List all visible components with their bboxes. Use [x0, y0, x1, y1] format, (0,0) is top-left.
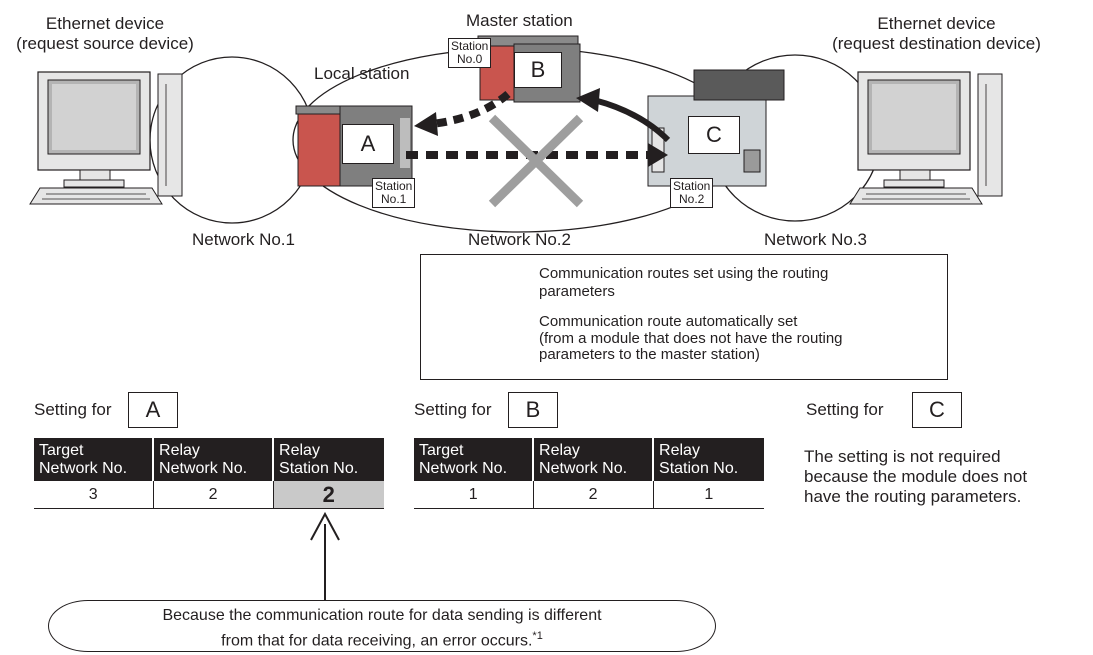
solid-route-c-to-b-arrowhead [576, 88, 600, 112]
legend-solid-line3: parameters to the master station) [539, 346, 760, 363]
setting-b-cell-relay-station: 1 [653, 481, 764, 509]
station-2-line1: Station [673, 179, 711, 193]
up-arrow-head [310, 511, 340, 541]
network-1-label: Network No.1 [192, 230, 295, 249]
setting-a-cell-relay-net: 2 [153, 481, 274, 509]
setting-c-box: C [912, 392, 962, 428]
setting-b-caption: Setting for [414, 400, 492, 419]
header-line: Relay [539, 442, 580, 459]
dotted-route-b-to-a [431, 90, 511, 128]
error-cross-icon [488, 114, 584, 208]
header-line: Target [39, 442, 84, 459]
solid-route-c-to-b [593, 97, 671, 143]
station-2-line2: No.2 [679, 192, 705, 206]
header-line: Network No. [539, 460, 628, 477]
table-row: 1 2 1 [414, 481, 764, 509]
header-line: Relay [279, 442, 320, 459]
legend-solid-line1: Communication route automatically set [539, 313, 798, 330]
dotted-route-a-to-c-arrowhead [648, 143, 668, 167]
header-line: Relay [659, 442, 700, 459]
setting-b-box: B [508, 392, 558, 428]
station-2-label: Station No.2 [670, 178, 714, 208]
error-callout-line1: Because the communication route for data… [162, 607, 602, 624]
station-0-line2: No.0 [457, 52, 483, 66]
eth-right-label: Ethernet device (request destination dev… [780, 14, 1093, 54]
eth-left-label: Ethernet device (request source device) [0, 14, 210, 54]
header-line: Network No. [419, 460, 508, 477]
error-callout-footnote: *1 [532, 630, 543, 642]
setting-c-caption: Setting for [806, 400, 884, 419]
module-c-box: C [688, 116, 740, 154]
network-diagram [29, 35, 1003, 600]
setting-a-cell-target: 3 [34, 481, 154, 509]
header-line: Network No. [159, 460, 248, 477]
legend-dotted-text: Communication routes set using the routi… [539, 265, 828, 301]
setting-a-cell-relay-station-highlight: 2 [273, 481, 384, 509]
right-pc-icon [849, 71, 1003, 205]
module-b-box: B [514, 52, 562, 88]
error-callout-line2: from that for data receiving, an error o… [221, 632, 533, 650]
local-station-label: Local station [314, 64, 410, 83]
network-2-label: Network No.2 [468, 230, 571, 249]
setting-c-note-line3: have the routing parameters. [804, 487, 1022, 506]
eth-left-line1: Ethernet device [45, 14, 165, 33]
header-line: Network No. [39, 460, 128, 477]
setting-c-note: The setting is not required because the … [804, 447, 1027, 507]
network-3-label: Network No.3 [764, 230, 867, 249]
legend-solid-text: Communication route automatically set (f… [539, 313, 843, 364]
legend-dotted-line2: parameters [539, 283, 615, 300]
header-line: Station No. [659, 460, 739, 477]
station-0-line1: Station [451, 39, 489, 53]
legend-solid-line2: (from a module that does not have the ro… [539, 329, 843, 347]
header-line: Station No. [279, 460, 359, 477]
station-1-line1: Station [375, 179, 413, 193]
header-line: Relay [159, 442, 200, 459]
legend-dotted-line1: Communication routes set using the routi… [539, 265, 829, 282]
setting-c-note-line2: because the module does not [804, 467, 1028, 486]
station-0-label: Station No.0 [448, 38, 492, 68]
error-callout-line2-wrap: from that for data receiving, an error o… [49, 626, 715, 651]
table-row: 3 2 2 [34, 481, 384, 509]
dotted-route-b-to-a-arrowhead [414, 112, 438, 136]
station-1-label: Station No.1 [372, 178, 416, 208]
legend-box [420, 254, 948, 380]
setting-a-caption: Setting for [34, 400, 112, 419]
setting-b-cell-target: 1 [414, 481, 534, 509]
setting-c-note-line1: The setting is not required [804, 447, 1001, 466]
setting-a-box: A [128, 392, 178, 428]
left-pc-icon [29, 71, 183, 205]
eth-right-line1: Ethernet device [877, 14, 996, 33]
master-station-label: Master station [466, 11, 573, 30]
eth-left-line2: (request source device) [16, 34, 194, 53]
eth-right-line2: (request destination device) [832, 34, 1041, 53]
module-a-box: A [342, 124, 394, 164]
error-callout: Because the communication route for data… [48, 600, 716, 652]
header-line: Target [419, 442, 464, 459]
station-1-line2: No.1 [381, 192, 407, 206]
setting-b-cell-relay-net: 2 [533, 481, 654, 509]
